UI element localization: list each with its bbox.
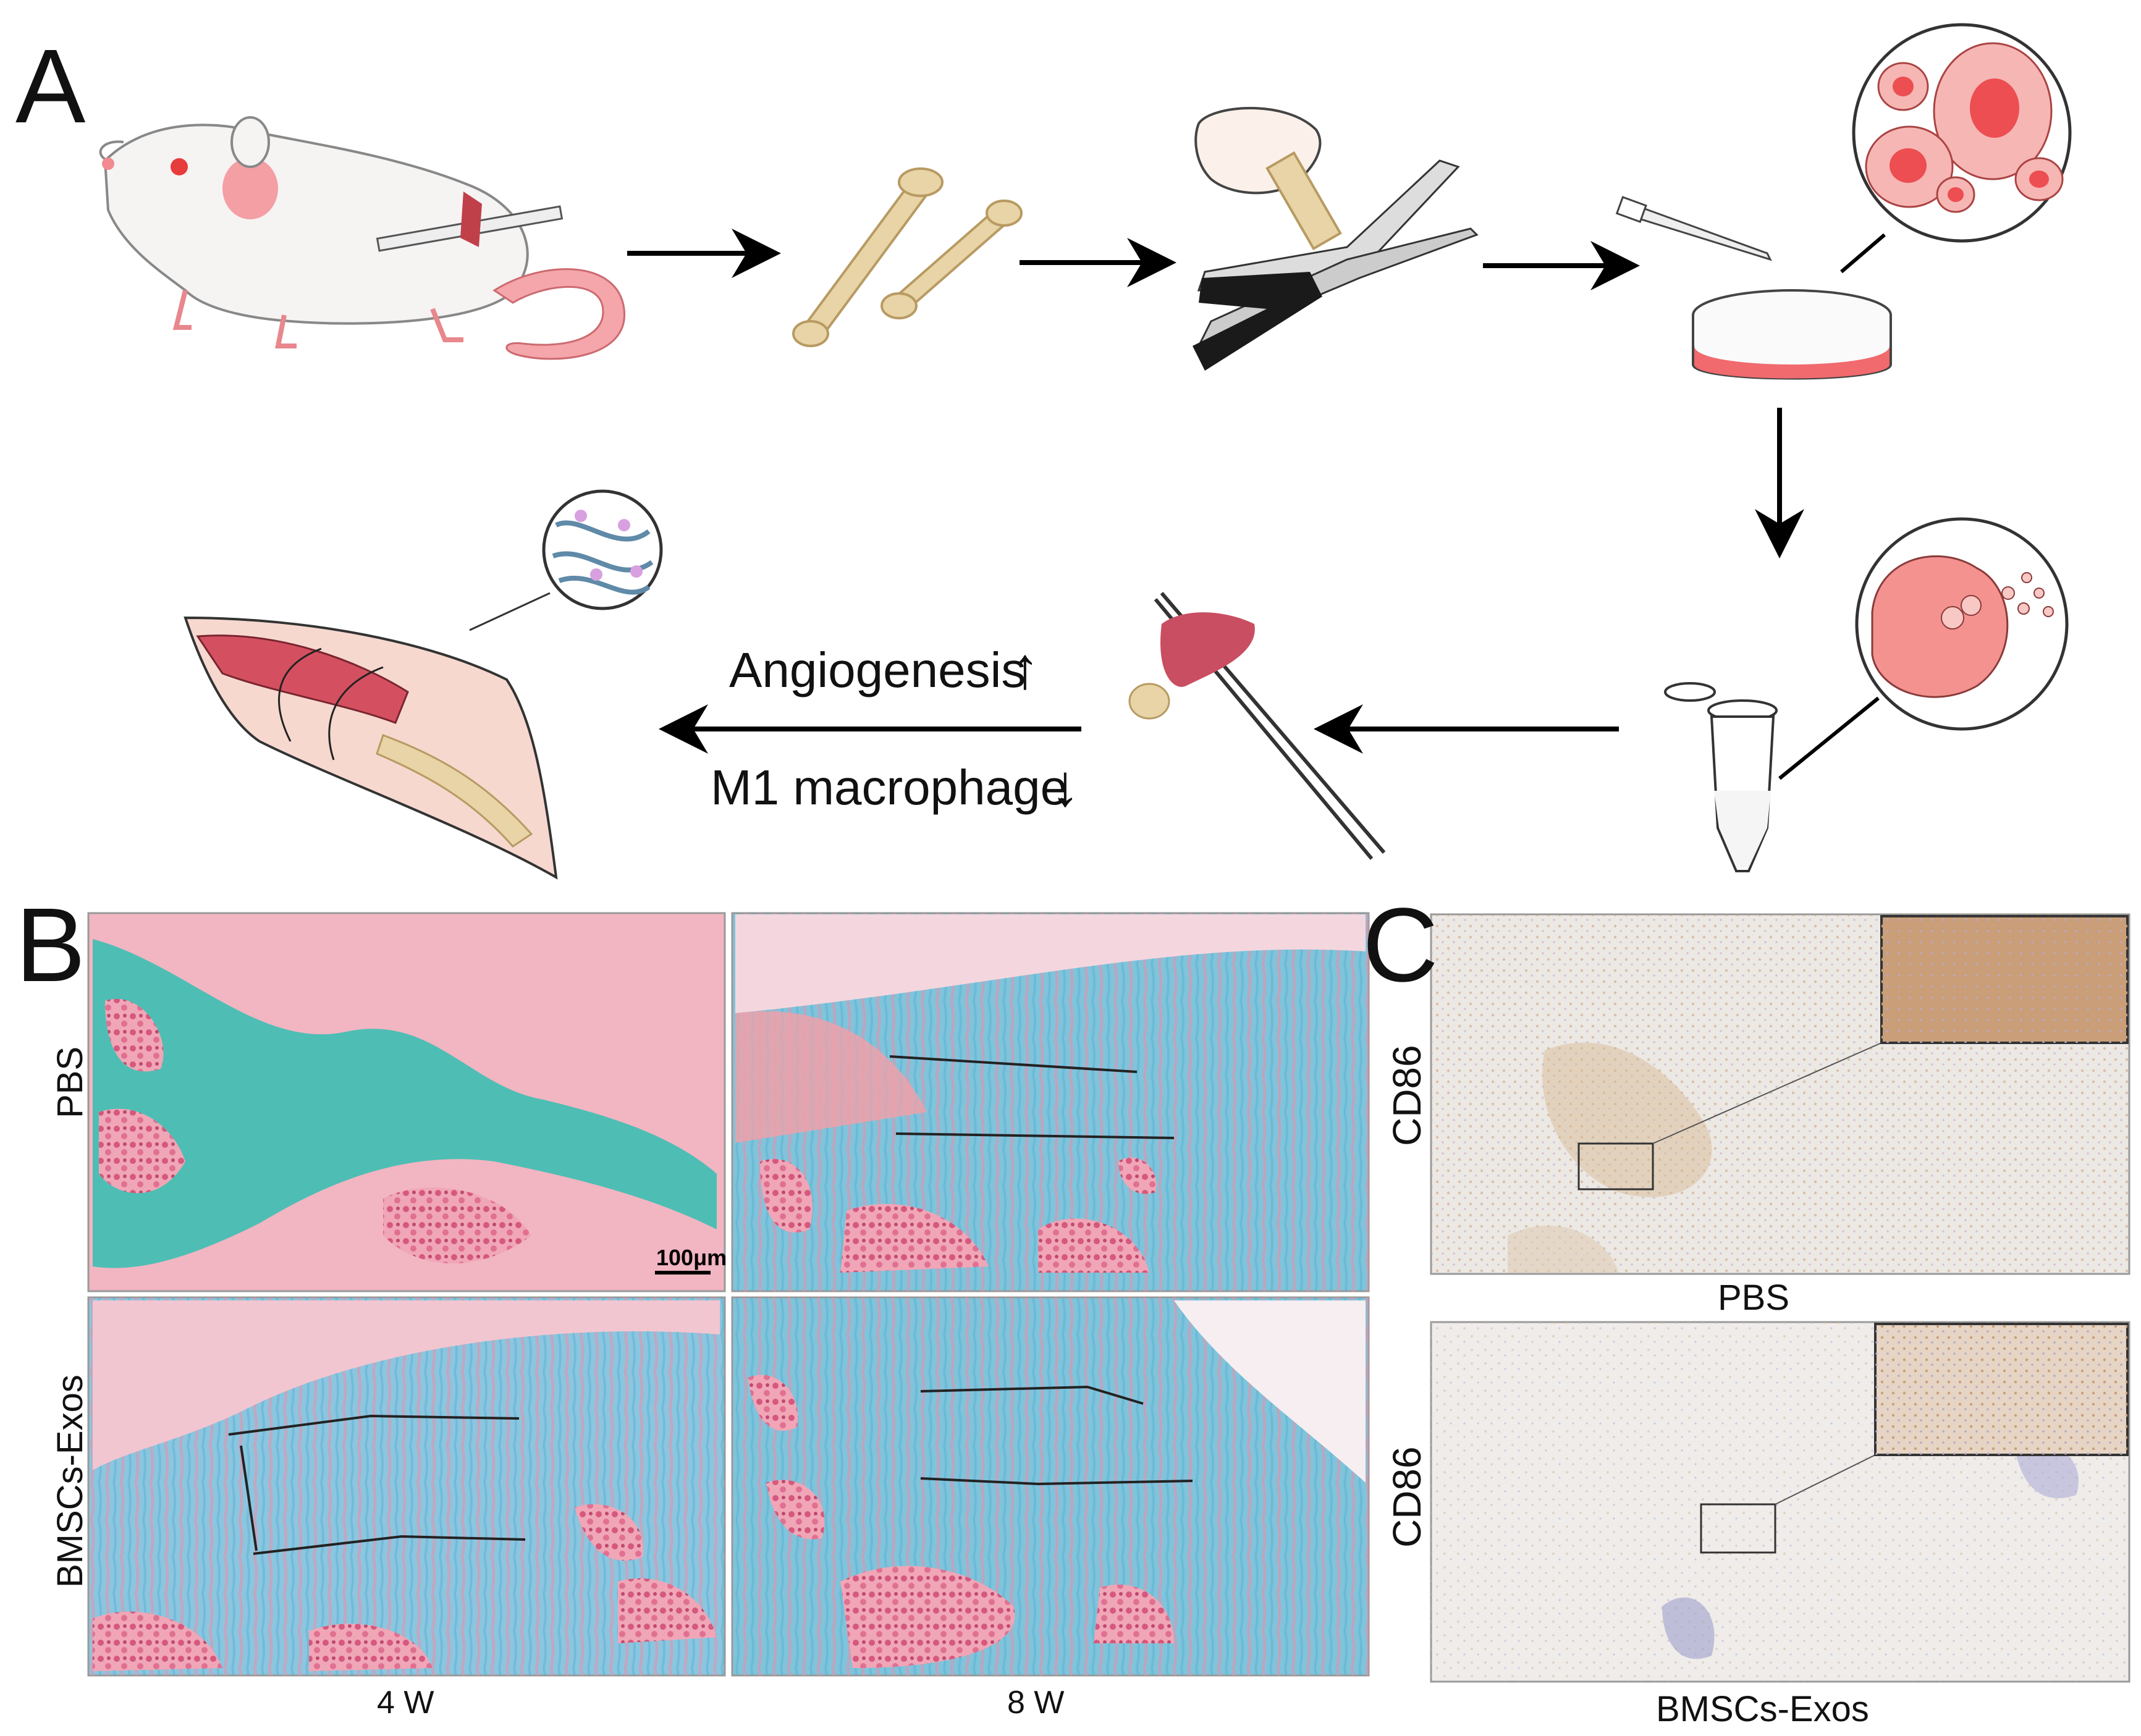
m1-down-arrow: ↓ xyxy=(1050,753,1080,819)
ihc-label-bmscs-exos: BMSCs-Exos xyxy=(1656,1689,1869,1729)
leg-repair-illustration xyxy=(184,489,663,880)
panel-a xyxy=(99,23,2072,880)
ihc-bmscs-image xyxy=(1430,1321,2130,1683)
scale-bar-label: 100μm xyxy=(656,1245,727,1270)
femur-tibia-illustration xyxy=(792,167,1023,347)
petri-dish-illustration xyxy=(1615,196,1892,380)
m1-macrophage-label: M1 macrophage xyxy=(711,760,1068,815)
row-label-bmscs-exos: BMSCs-Exos xyxy=(50,1375,90,1588)
angiogenesis-label: Angiogenesis xyxy=(729,643,1026,697)
rat-illustration xyxy=(99,116,625,360)
panel-c xyxy=(1430,913,2130,1683)
micrograph-bmscs-4w xyxy=(87,1296,726,1677)
micrograph-pbs-4w xyxy=(87,912,726,1292)
angiogenesis-up-arrow: ↑ xyxy=(1010,636,1040,701)
cells-zoom-circle xyxy=(1840,23,2072,274)
scissors-illustration xyxy=(1193,107,1479,371)
centrifuge-tube-illustration xyxy=(1664,682,1880,872)
column-label-4w: 4 W xyxy=(377,1685,434,1721)
cd86-label-pbs: CD86 xyxy=(1385,1045,1429,1146)
column-label-8w: 8 W xyxy=(1007,1685,1065,1721)
panel-letter-b: B xyxy=(15,887,86,1004)
panel-letter-c: C xyxy=(1362,887,1438,1004)
cd86-label-bmscs: CD86 xyxy=(1385,1446,1429,1548)
tendon-tweezers-illustration xyxy=(1128,592,1386,860)
panel-letter-a: A xyxy=(15,28,86,145)
micrograph-pbs-8w xyxy=(731,912,1370,1292)
panel-b xyxy=(87,912,1370,1677)
ihc-pbs-image xyxy=(1430,913,2130,1275)
row-label-pbs: PBS xyxy=(50,1046,90,1118)
ihc-label-pbs: PBS xyxy=(1718,1278,1790,1318)
exosome-zoom-circle xyxy=(1855,517,2069,731)
micrograph-bmscs-8w xyxy=(731,1296,1370,1677)
